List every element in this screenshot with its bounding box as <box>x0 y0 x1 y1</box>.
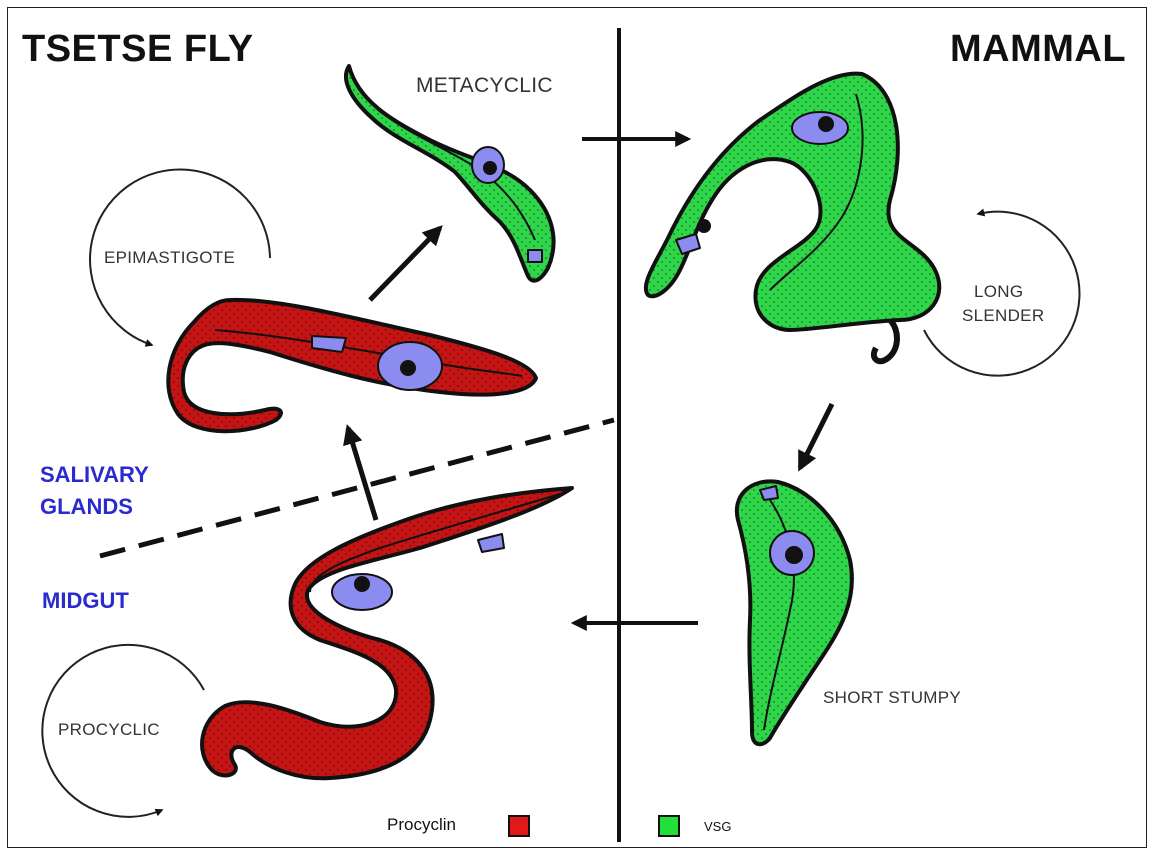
long-slender-trypanosome <box>646 74 939 362</box>
salivary-glands-label-line1: SALIVARY <box>40 460 149 490</box>
long-slender-label-line2: SLENDER <box>962 306 1044 326</box>
legend-vsg-label: VSG <box>704 819 731 834</box>
mammal-title: MAMMAL <box>950 28 1126 71</box>
arrow-long-slender-to-short-stumpy <box>800 404 832 468</box>
salivary-midgut-boundary <box>100 420 614 556</box>
procyclic-label: PROCYCLIC <box>58 720 160 740</box>
long-slender-label-line1: LONG <box>974 282 1023 302</box>
procyclic-trypanosome <box>202 488 572 778</box>
legend-procyclin-label: Procyclin <box>387 815 456 835</box>
legend-procyclin-swatch <box>508 815 530 837</box>
midgut-label: MIDGUT <box>42 586 129 616</box>
salivary-glands-label-line2: GLANDS <box>40 492 133 522</box>
short-stumpy-label: SHORT STUMPY <box>823 688 961 708</box>
arrow-procyclic-to-epimastigote <box>348 428 376 520</box>
metacyclic-label: METACYCLIC <box>416 74 553 98</box>
epimastigote-trypanosome <box>168 300 536 431</box>
epimastigote-label: EPIMASTIGOTE <box>104 248 235 268</box>
metacyclic-trypanosome <box>346 66 554 281</box>
tsetse-fly-title: TSETSE FLY <box>22 28 254 71</box>
arrow-epimastigote-to-metacyclic <box>370 228 440 300</box>
legend-vsg-swatch <box>658 815 680 837</box>
